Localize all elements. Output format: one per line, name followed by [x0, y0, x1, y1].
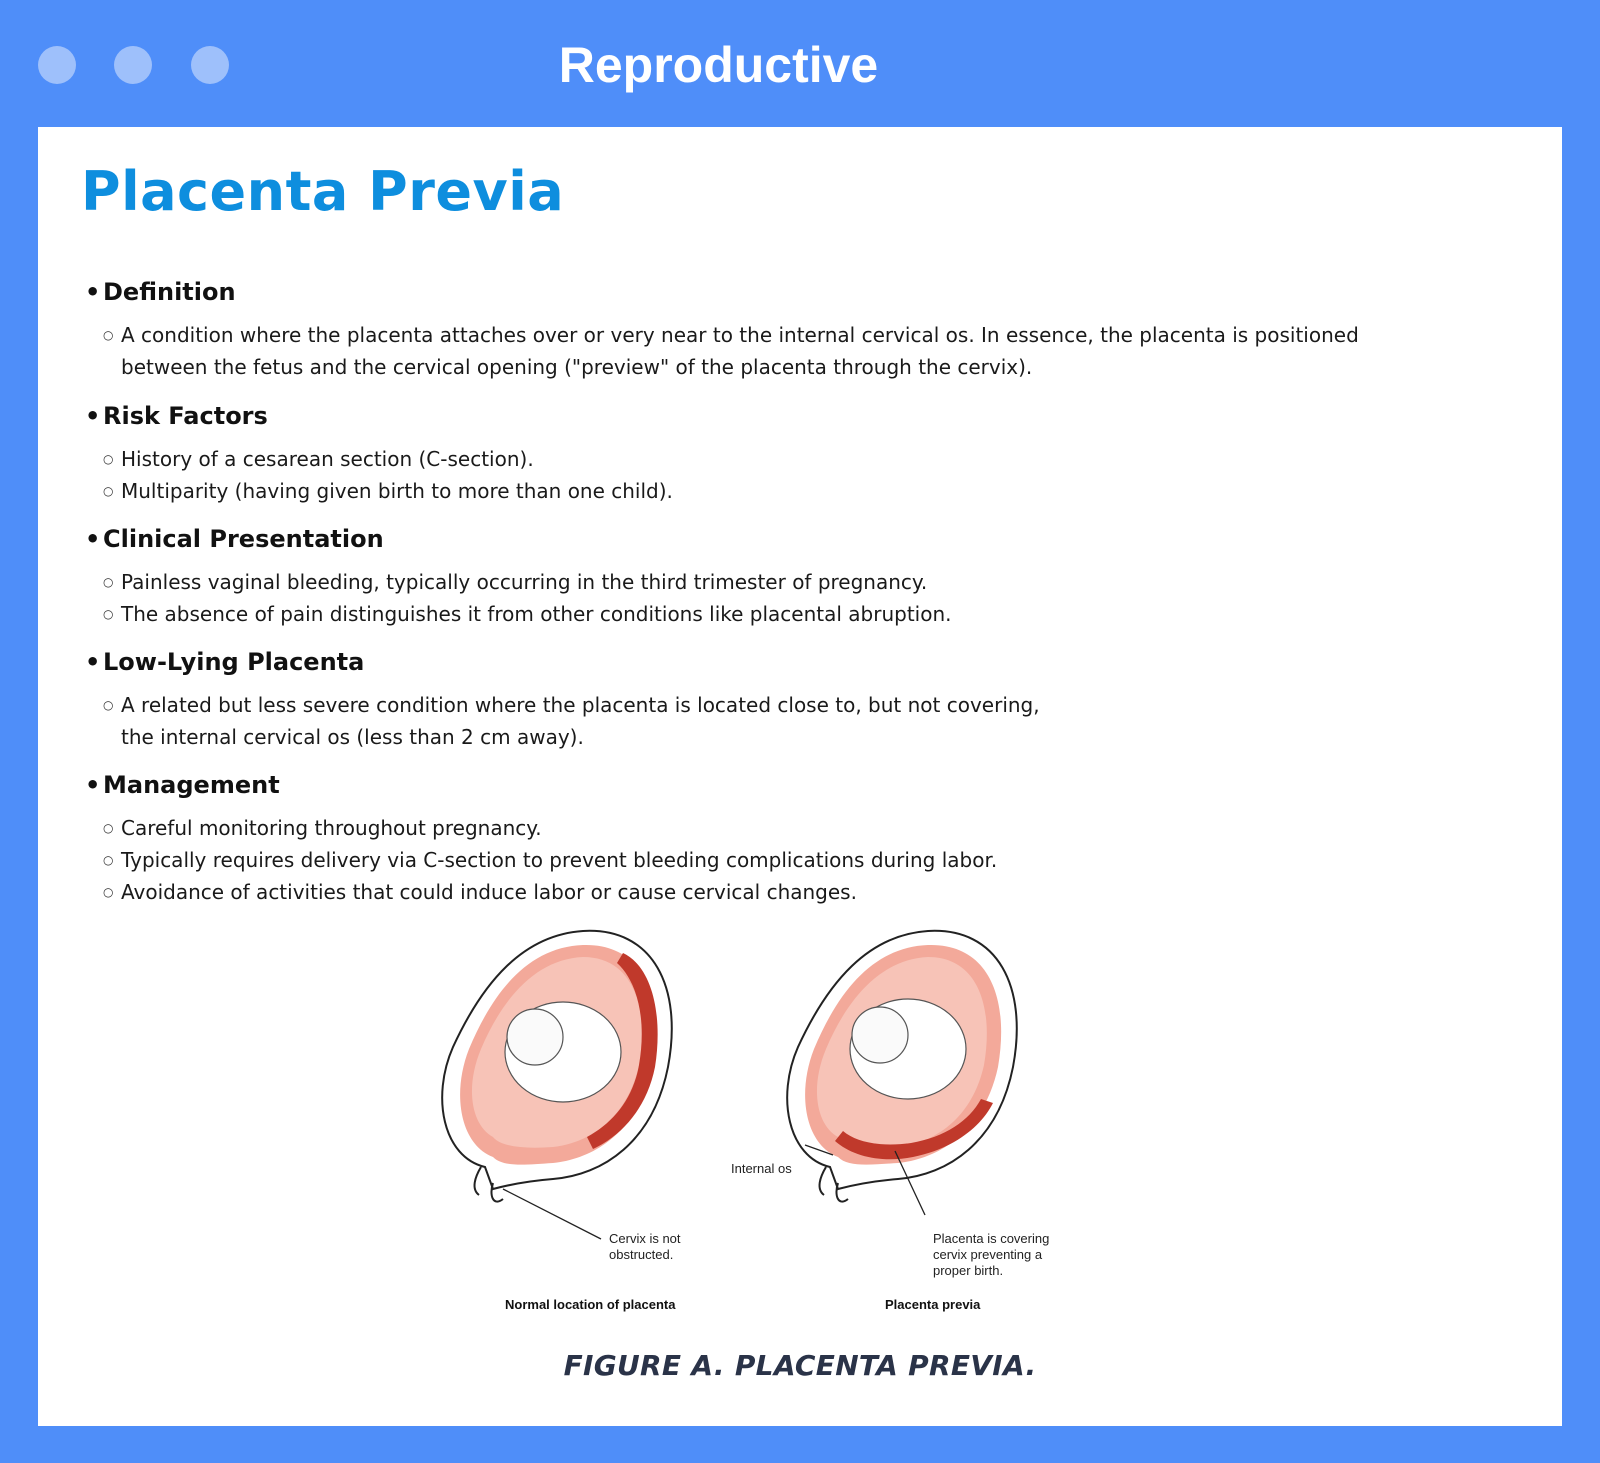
section-low-lying-placenta: Low-Lying Placenta A related but less se…: [85, 645, 1485, 753]
window-title: Reproductive: [558, 37, 879, 93]
section-risk-factors: Risk Factors History of a cesarean secti…: [85, 399, 1485, 507]
section-management: Management Careful monitoring throughout…: [85, 768, 1485, 908]
list-item: Avoidance of activities that could induc…: [85, 876, 1485, 908]
left-figure-title: Normal location of placenta: [505, 1297, 676, 1312]
placenta-illustration: [441, 929, 1018, 1240]
normal-uterus-illustration: [441, 929, 673, 1240]
list-item: A related but less severe condition wher…: [85, 689, 1045, 753]
section-clinical-presentation: Clinical Presentation Painless vaginal b…: [85, 522, 1485, 630]
list-item: Painless vaginal bleeding, typically occ…: [85, 566, 1485, 598]
window-control-dot[interactable]: [191, 46, 229, 84]
section-definition: Definition A condition where the placent…: [85, 275, 1485, 383]
list-item: Typically requires delivery via C-sectio…: [85, 844, 1485, 876]
list-item: History of a cesarean section (C-section…: [85, 443, 1485, 475]
section-heading: Management: [85, 768, 1485, 802]
right-figure-label: Placenta is covering cervix preventing a…: [933, 1231, 1050, 1278]
left-figure-label: Cervix is not obstructed.: [609, 1231, 681, 1262]
window-control-dot[interactable]: [38, 46, 76, 84]
section-heading: Clinical Presentation: [85, 522, 1485, 556]
list-item: The absence of pain distinguishes it fro…: [85, 598, 1485, 630]
placenta-figure: Cervix is not obstructed. Normal locatio…: [433, 927, 1103, 1312]
right-figure-title: Placenta previa: [885, 1297, 981, 1312]
figure-caption: FIGURE A. PLACENTA PREVIA.: [563, 1349, 1037, 1382]
list-item: A condition where the placenta attaches …: [85, 319, 1365, 383]
list-item: Careful monitoring throughout pregnancy.: [85, 812, 1485, 844]
internal-os-label: Internal os: [731, 1161, 792, 1176]
previa-uterus-illustration: [786, 929, 1018, 1216]
section-heading: Definition: [85, 275, 1485, 309]
section-heading: Low-Lying Placenta: [85, 645, 1485, 679]
list-item: Multiparity (having given birth to more …: [85, 475, 1485, 507]
window-titlebar: Reproductive: [0, 0, 1600, 127]
section-heading: Risk Factors: [85, 399, 1485, 433]
page-title: Placenta Previa: [81, 160, 565, 223]
content-panel: Placenta Previa Definition A condition w…: [38, 127, 1562, 1426]
window-control-dot[interactable]: [114, 46, 152, 84]
